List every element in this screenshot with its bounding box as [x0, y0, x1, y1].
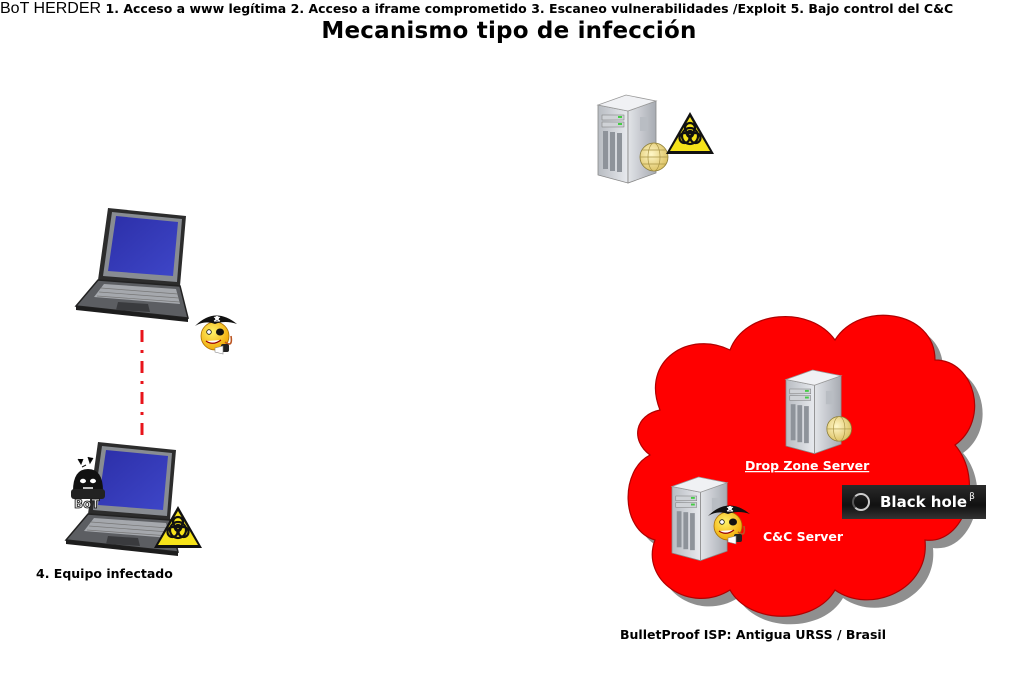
bot-text: BoT — [74, 497, 100, 511]
drop-zone-server — [785, 369, 852, 455]
drop-zone-label: Drop Zone Server — [745, 458, 870, 473]
herder-text: HERDER — [33, 0, 102, 17]
server-icon — [785, 369, 842, 455]
blackhole-brand: Black hole — [880, 493, 968, 511]
biohazard-icon — [664, 110, 716, 156]
arrow-2-label: 2. Acceso a iframe comprometido — [290, 1, 527, 16]
cc-server-label: C&C Server — [763, 529, 844, 544]
bot-herder-icon: BoT HERDER — [0, 0, 106, 17]
arrow-3: 1. Acceso a www legítima 2. Acceso a ifr… — [36, 0, 986, 642]
isp-label: BulletProof ISP: Antigua URSS / Brasil — [620, 627, 886, 642]
blackhole-badge: Black hole β — [842, 485, 986, 519]
legit-web-server — [597, 94, 669, 184]
arrow-3-label: 3. Escaneo vulnerabilidades /Exploit — [531, 1, 787, 16]
arrow-1: 1. Acceso a www legítima 2. Acceso a ifr… — [36, 0, 986, 642]
arrow-1-label: 1. Acceso a www legítima — [105, 1, 287, 16]
blackhole-logo-icon — [852, 493, 870, 511]
server-icon — [597, 94, 657, 184]
arrow-5: 1. Acceso a www legítima 2. Acceso a ifr… — [36, 0, 986, 642]
laptop-user — [75, 207, 189, 323]
bot-herder-bot-text: BoT — [0, 0, 30, 17]
laptop-icon — [75, 207, 189, 323]
diagram-title: Mecanismo tipo de infección — [321, 18, 697, 44]
arrow-5-label: 5. Bajo control del C&C — [790, 1, 954, 16]
blackhole-beta: β — [969, 492, 975, 502]
infected-device-label: 4. Equipo infectado — [36, 566, 173, 581]
arrow-2: 1. Acceso a www legítima 2. Acceso a ifr… — [36, 0, 986, 642]
bot-icon: BoT — [71, 456, 105, 511]
pirate-smiley-icon — [194, 314, 238, 355]
